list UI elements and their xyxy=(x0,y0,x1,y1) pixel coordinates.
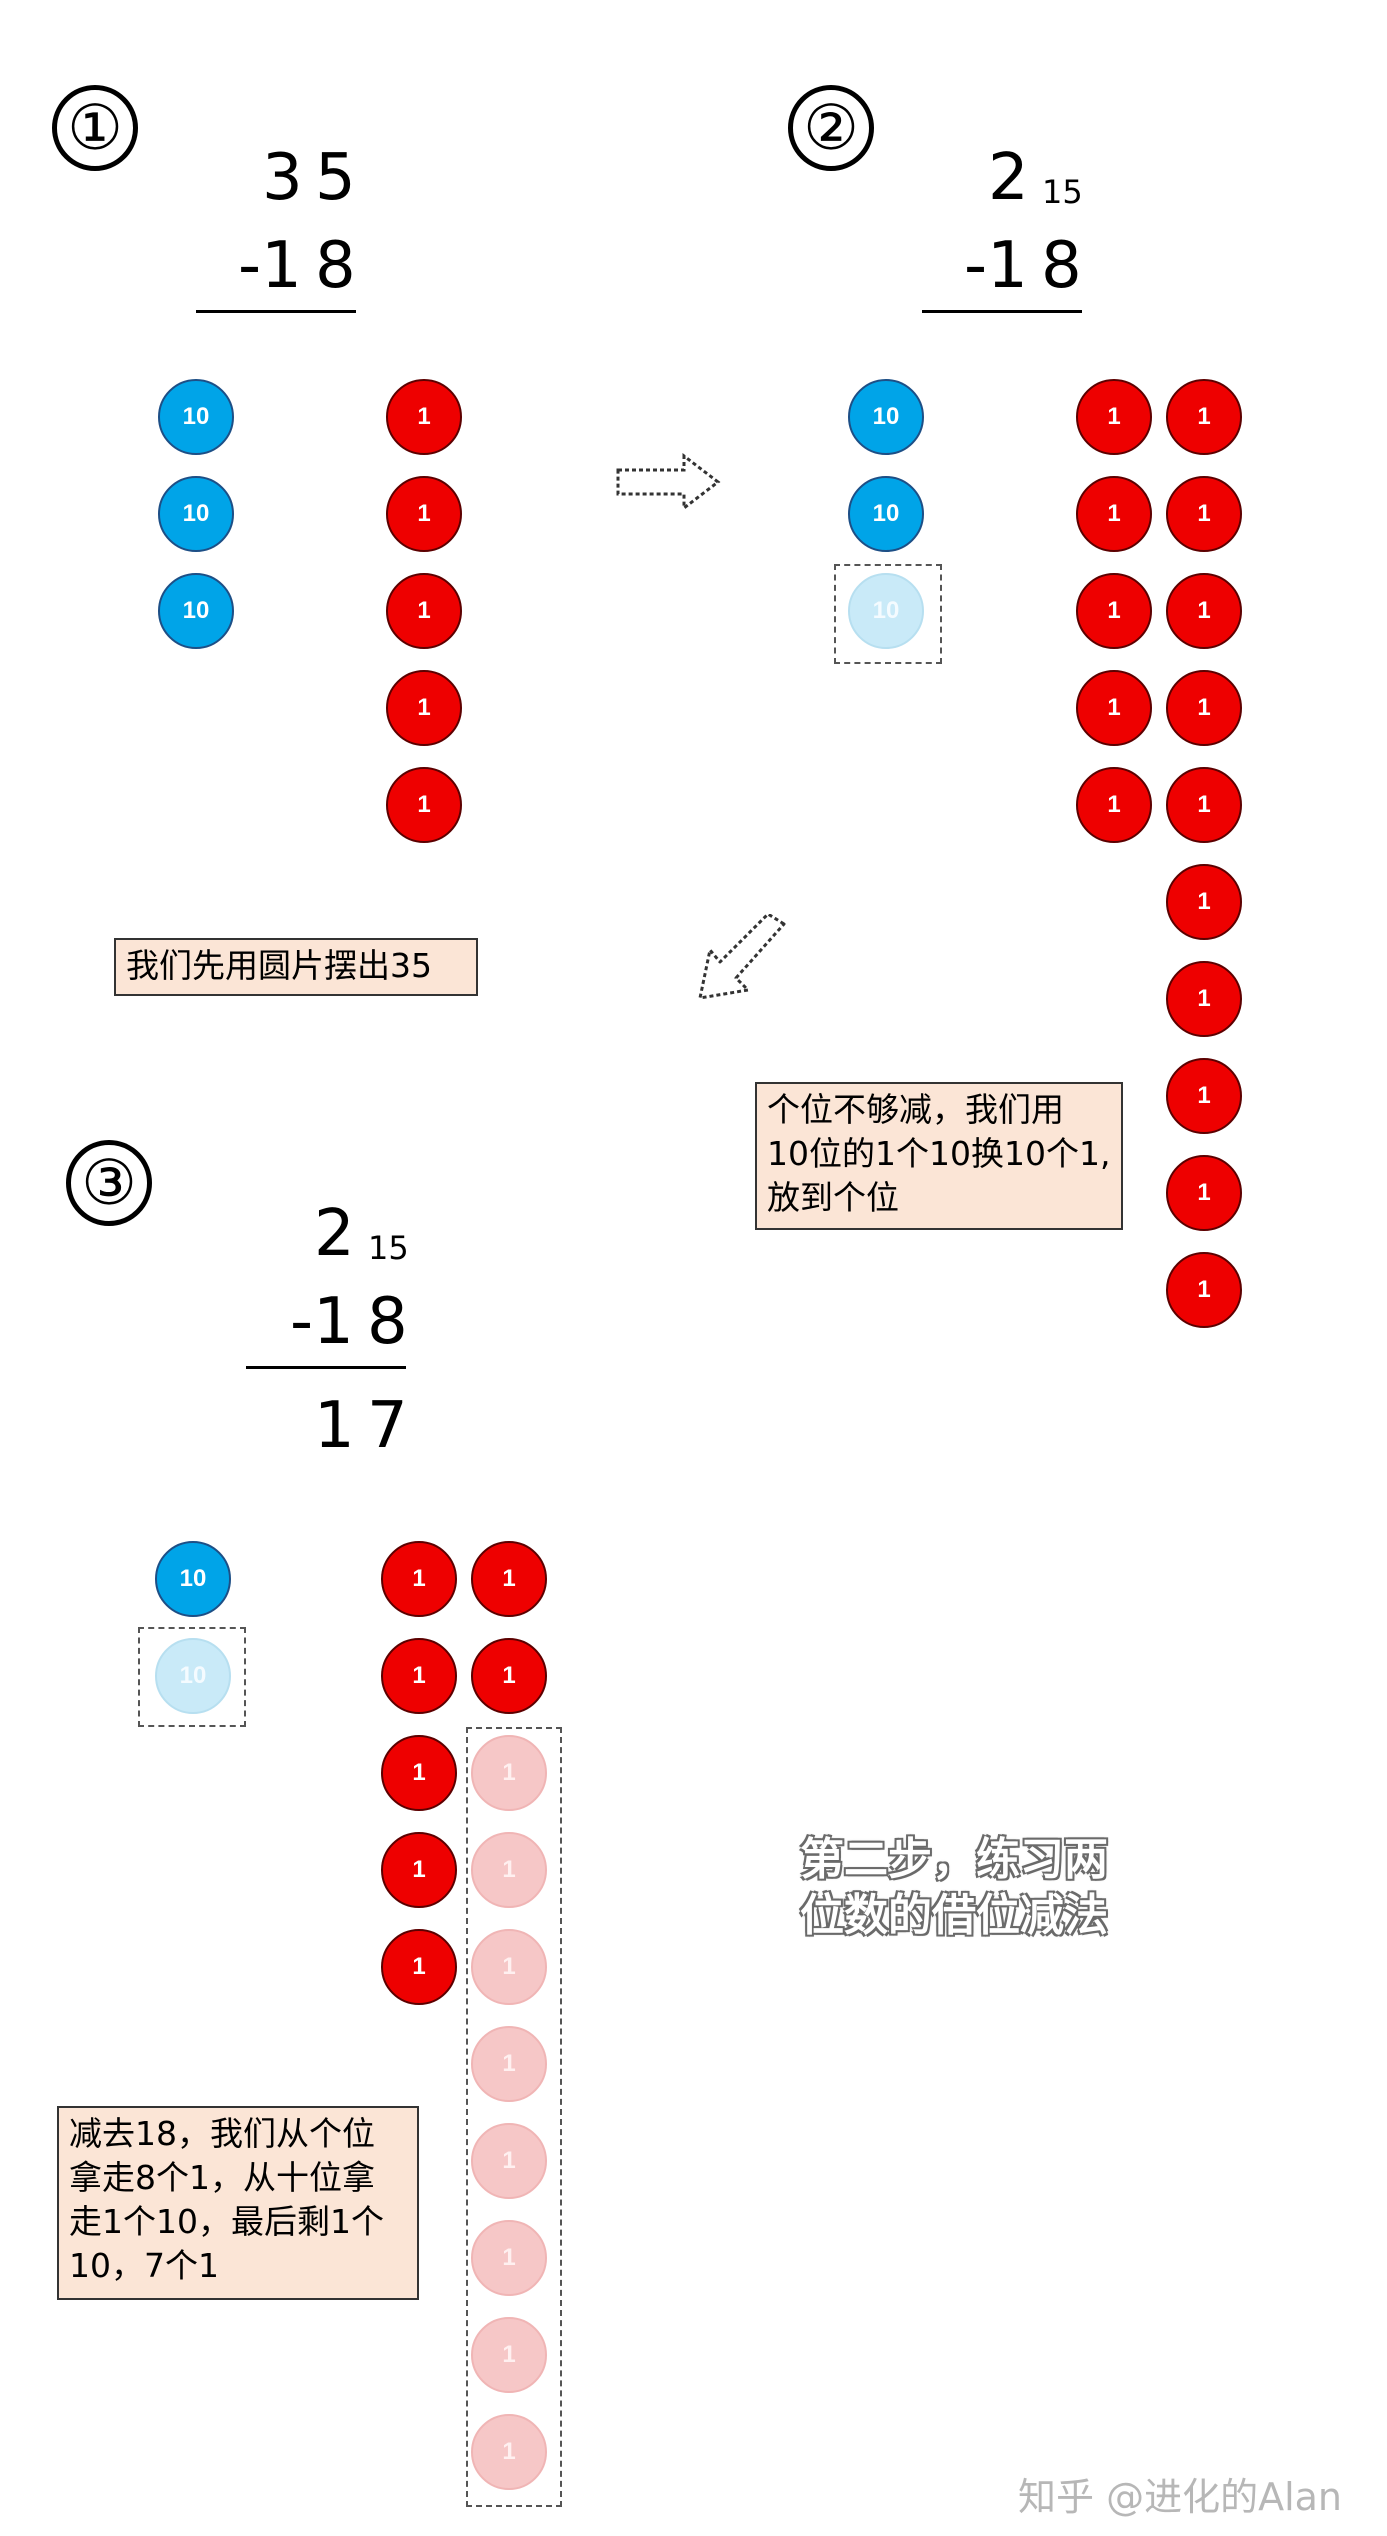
ten-coin: 10 xyxy=(848,476,924,552)
removed-ones-box xyxy=(466,1727,562,2507)
one-coin: 1 xyxy=(1166,1058,1242,1134)
ten-coin: 10 xyxy=(158,379,234,455)
one-coin: 1 xyxy=(1166,476,1242,552)
step-3-subtrahend-ones: 8 xyxy=(367,1285,408,1359)
step-1-minuend-ones: 5 xyxy=(315,141,356,215)
step-2-answer-line xyxy=(922,310,1082,313)
step-2-minuend-tens: 2 xyxy=(988,141,1029,215)
one-coin: 1 xyxy=(381,1735,457,1811)
one-coin: 1 xyxy=(386,573,462,649)
step-1-subtrahend-ones: 8 xyxy=(315,229,356,303)
one-coin: 1 xyxy=(1076,379,1152,455)
exchanged-ten-coin: 10 xyxy=(848,573,924,649)
exchanged-ten-box xyxy=(834,564,942,664)
one-coin: 1 xyxy=(1166,767,1242,843)
step-3-marker: ③ xyxy=(66,1140,152,1226)
step-1-marker: ① xyxy=(52,85,138,171)
one-coin: 1 xyxy=(381,1929,457,2005)
down-left-arrow-icon xyxy=(698,914,786,1000)
removed-one-coin: 1 xyxy=(471,1929,547,2005)
step-2-note: 个位不够减，我们用 10位的1个10换10个1, 放到个位 xyxy=(755,1082,1123,1230)
one-coin: 1 xyxy=(471,1541,547,1617)
watermark: 知乎 @进化的Alan xyxy=(1018,2475,1343,2519)
step-3-borrowed-ones: 15 xyxy=(368,1229,409,1267)
step-3-note: 减去18，我们从个位 拿走8个1，从十位拿 走1个10，最后剩1个 10，7个1 xyxy=(57,2106,419,2300)
ten-coin: 10 xyxy=(158,476,234,552)
one-coin: 1 xyxy=(386,379,462,455)
step-2-subtrahend-tens: -1 xyxy=(964,229,1028,303)
one-coin: 1 xyxy=(381,1541,457,1617)
one-coin: 1 xyxy=(1166,573,1242,649)
one-coin: 1 xyxy=(386,476,462,552)
one-coin: 1 xyxy=(1076,670,1152,746)
one-coin: 1 xyxy=(1076,573,1152,649)
one-coin: 1 xyxy=(1166,379,1242,455)
one-coin: 1 xyxy=(1166,1252,1242,1328)
removed-one-coin: 1 xyxy=(471,2220,547,2296)
removed-one-coin: 1 xyxy=(471,2026,547,2102)
step-1-answer-line xyxy=(196,310,356,313)
one-coin: 1 xyxy=(1166,864,1242,940)
one-coin: 1 xyxy=(1166,670,1242,746)
right-arrow-icon xyxy=(616,452,721,512)
step-3-result-ones: 7 xyxy=(367,1389,408,1463)
removed-one-coin: 1 xyxy=(471,2317,547,2393)
lesson-caption: 第二步，练习两 位数的借位减法 xyxy=(800,1834,1108,1941)
one-coin: 1 xyxy=(471,1638,547,1714)
step-3-subtrahend-tens: -1 xyxy=(290,1285,354,1359)
one-coin: 1 xyxy=(1076,767,1152,843)
ten-coin: 10 xyxy=(848,379,924,455)
ten-coin: 10 xyxy=(155,1541,231,1617)
step-2-subtrahend-ones: 8 xyxy=(1041,229,1082,303)
one-coin: 1 xyxy=(386,670,462,746)
one-coin: 1 xyxy=(1076,476,1152,552)
one-coin: 1 xyxy=(386,767,462,843)
removed-ten-box xyxy=(138,1627,246,1727)
one-coin: 1 xyxy=(1166,1155,1242,1231)
step-3-minuend-tens: 2 xyxy=(314,1197,355,1271)
removed-one-coin: 1 xyxy=(471,2414,547,2490)
step-2-marker: ② xyxy=(788,85,874,171)
step-1-minuend-tens: 3 xyxy=(262,141,303,215)
one-coin: 1 xyxy=(381,1832,457,1908)
removed-one-coin: 1 xyxy=(471,2123,547,2199)
removed-one-coin: 1 xyxy=(471,1735,547,1811)
step-1-subtrahend-tens: -1 xyxy=(238,229,302,303)
ten-coin: 10 xyxy=(158,573,234,649)
removed-ten-coin: 10 xyxy=(155,1638,231,1714)
one-coin: 1 xyxy=(1166,961,1242,1037)
removed-one-coin: 1 xyxy=(471,1832,547,1908)
step-3-answer-line xyxy=(246,1366,406,1369)
step-3-result-tens: 1 xyxy=(314,1389,355,1463)
step-1-note: 我们先用圆片摆出35 xyxy=(114,938,478,996)
step-2-borrowed-ones: 15 xyxy=(1042,173,1083,211)
one-coin: 1 xyxy=(381,1638,457,1714)
